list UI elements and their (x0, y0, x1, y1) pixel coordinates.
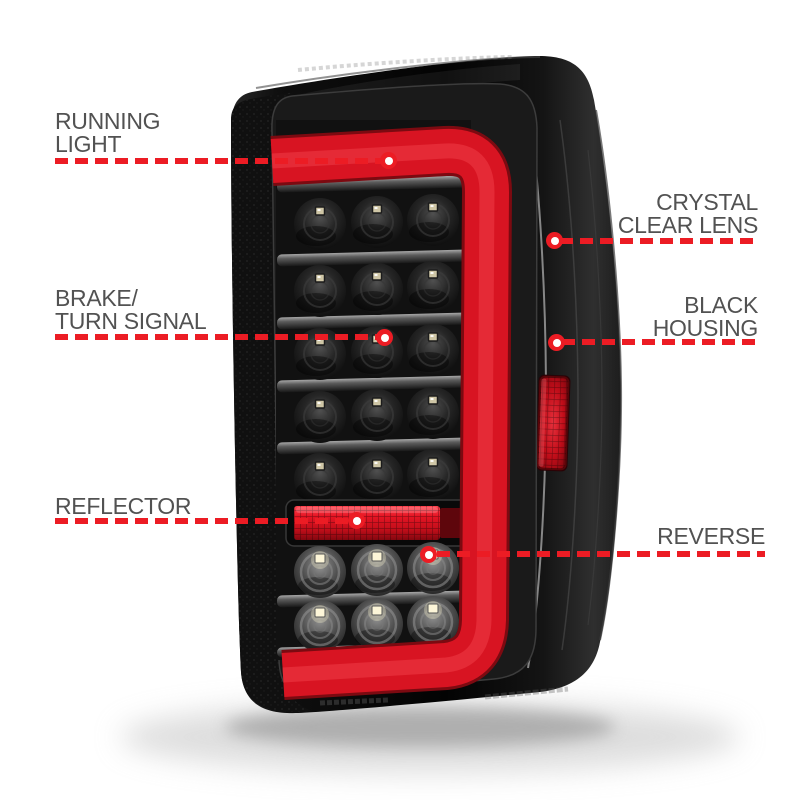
leader-dot-reverse (420, 546, 437, 563)
callout-running-light: RUNNING LIGHT (55, 108, 161, 157)
callout-label-line: HOUSING (652, 315, 759, 341)
leader-dot-black-housing (548, 334, 565, 351)
callout-label-line: RUNNING (55, 108, 161, 134)
red-light-bar (270, 125, 512, 700)
callout-label-line: TURN SIGNAL (55, 308, 207, 334)
leader-line-reverse (437, 551, 765, 557)
leader-line-reflector (55, 518, 356, 524)
callout-brake-turn-signal: BRAKE/ TURN SIGNAL (55, 285, 207, 334)
callout-reverse: REVERSE (657, 525, 765, 548)
brake-turn-led-array (293, 193, 460, 506)
callout-label-line: LIGHT (55, 131, 122, 157)
callout-crystal-clear-lens: CRYSTAL CLEAR LENS (618, 191, 758, 237)
callout-label-line: REFLECTOR (55, 493, 192, 519)
callout-label-line: CRYSTAL (656, 189, 758, 215)
leader-dot-reflector (348, 512, 365, 529)
product-shadow (120, 701, 740, 773)
callout-black-housing: BLACK HOUSING (652, 292, 759, 341)
callout-label-line: BRAKE/ (55, 285, 138, 311)
callout-label-line: BLACK (684, 292, 758, 318)
leader-line-running-light (55, 158, 388, 164)
embossed-markings (319, 686, 569, 706)
side-reflector (535, 374, 571, 472)
leader-dot-running-light (380, 152, 397, 169)
leader-dot-brake-turn-signal (376, 329, 393, 346)
leader-line-crystal-clear-lens (560, 238, 758, 244)
leader-line-brake-turn-signal (55, 334, 384, 340)
leader-line-black-housing (562, 339, 758, 345)
callout-label-line: CLEAR LENS (617, 212, 758, 238)
front-reflector (285, 499, 471, 547)
callout-reflector: REFLECTOR (55, 495, 191, 518)
leader-dot-crystal-clear-lens (546, 232, 563, 249)
top-texture (297, 55, 513, 72)
callout-label-line: REVERSE (657, 523, 765, 549)
